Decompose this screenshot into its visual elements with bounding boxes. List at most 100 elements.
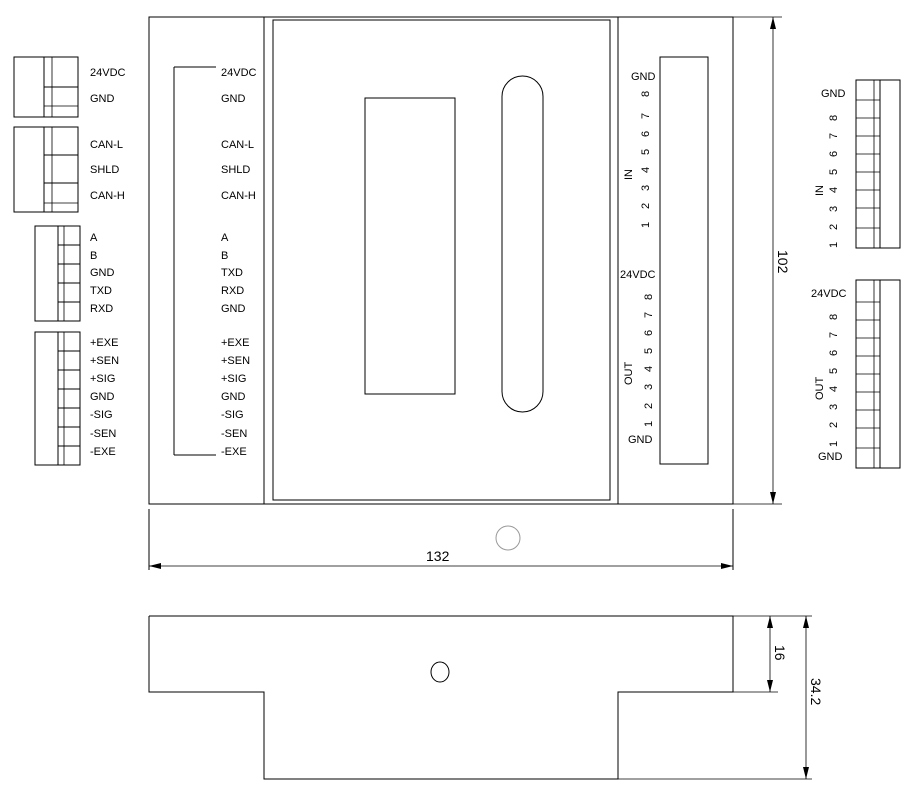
board-power-label: GND (221, 93, 246, 105)
board-serial-label: GND (221, 303, 246, 315)
height-dimension: 102 (733, 16, 791, 505)
width-dimension-value: 132 (426, 548, 450, 564)
board-out-label: OUT (623, 362, 635, 386)
board-in-number: 6 (640, 131, 652, 137)
board-can-label: SHLD (221, 164, 250, 176)
right-in-number: 7 (828, 133, 840, 139)
board-can-label: CAN-H (221, 190, 256, 202)
total-depth-dimension: 34.2 (618, 616, 824, 780)
right-in-top-label: GND (821, 88, 846, 100)
board-in-label: IN (623, 169, 635, 180)
board-power-label: 24VDC (221, 67, 257, 79)
right-connector-out: 24VDC 8 7 6 5 4 3 2 1 OUT GND (811, 279, 901, 469)
board-in-number: 2 (640, 203, 652, 209)
board-sensor-label: +SEN (221, 355, 250, 367)
right-connector-in: GND 8 7 6 5 4 3 2 1 IN (814, 79, 901, 249)
left-can-label: SHLD (90, 164, 119, 176)
left-sensor-label: -EXE (90, 446, 116, 458)
left-can-label: CAN-H (90, 190, 125, 202)
mounting-strip (148, 509, 734, 570)
display-window (364, 97, 456, 395)
right-in-number: 5 (828, 169, 840, 175)
left-serial-label: GND (90, 267, 115, 279)
right-in-number: 3 (828, 206, 840, 212)
right-in-number: 6 (828, 151, 840, 157)
board-in-number: 8 (640, 91, 652, 97)
side-hole (430, 661, 450, 683)
board-out-number: 1 (643, 421, 655, 427)
board-sensor-label: -EXE (221, 446, 247, 458)
board-in-number: 1 (640, 222, 652, 228)
right-out-top-label: 24VDC (811, 288, 847, 300)
board-sensor-label: GND (221, 391, 246, 403)
right-connector-strip (659, 56, 709, 465)
board-left-labels: 24VDC GND CAN-L SHLD CAN-H A B TXD RXD G… (221, 67, 257, 458)
light-slot (501, 75, 544, 413)
board-can-label: CAN-L (221, 139, 254, 151)
left-power-label: GND (90, 93, 115, 105)
left-sensor-label: GND (90, 391, 115, 403)
board-out-top-label: 24VDC (620, 269, 656, 281)
left-serial-label: TXD (90, 285, 112, 297)
right-out-number: 7 (828, 332, 840, 338)
board-serial-label: TXD (221, 267, 243, 279)
board-out-number: 7 (643, 312, 655, 318)
board-out-number: 6 (643, 330, 655, 336)
right-out-number: 3 (828, 404, 840, 410)
step-depth-value: 16 (772, 645, 788, 661)
left-sensor-label: +EXE (90, 337, 118, 349)
right-out-number: 5 (828, 368, 840, 374)
left-power-label: 24VDC (90, 67, 126, 79)
right-out-number: 1 (828, 441, 840, 447)
mounting-hole (495, 525, 521, 551)
width-dimension: 132 (149, 548, 733, 569)
board-serial-label: A (221, 232, 229, 244)
left-connector-power: 24VDC GND (13, 56, 126, 118)
left-serial-label: A (90, 232, 98, 244)
right-in-number: 1 (828, 242, 840, 248)
board-out-bottom-label: GND (628, 434, 653, 446)
right-in-number: 4 (828, 187, 840, 193)
board-right-labels: GND 8 7 6 5 4 3 2 1 IN 24VDC 8 7 6 5 4 3… (620, 71, 656, 446)
board-in-number: 5 (640, 149, 652, 155)
side-view (148, 615, 734, 780)
board-out-number: 4 (643, 366, 655, 372)
board-in-number: 4 (640, 167, 652, 173)
total-depth-value: 34.2 (808, 678, 824, 705)
left-sensor-label: +SIG (90, 373, 115, 385)
right-out-number: 8 (828, 314, 840, 320)
left-connector-sensor: +EXE +SEN +SIG GND -SIG -SEN -EXE (34, 331, 119, 466)
right-out-number: 4 (828, 386, 840, 392)
right-in-number: 8 (828, 115, 840, 121)
left-serial-label: RXD (90, 303, 113, 315)
board-sensor-label: -SEN (221, 428, 247, 440)
left-sensor-label: -SEN (90, 428, 116, 440)
right-out-number: 6 (828, 350, 840, 356)
board-sensor-label: +SIG (221, 373, 246, 385)
left-connector-serial: A B GND TXD RXD (34, 225, 115, 322)
board-in-top-label: GND (631, 71, 656, 83)
center-panel (272, 19, 611, 501)
right-in-label: IN (814, 185, 826, 196)
board-out-number: 5 (643, 348, 655, 354)
board-out-number: 2 (643, 403, 655, 409)
board-sensor-label: +EXE (221, 337, 249, 349)
right-out-bottom-label: GND (818, 451, 843, 463)
left-can-label: CAN-L (90, 139, 123, 151)
board-out-number: 8 (643, 294, 655, 300)
board-out-number: 3 (643, 384, 655, 390)
board-in-number: 7 (640, 113, 652, 119)
board-sensor-label: -SIG (221, 409, 244, 421)
board-in-number: 3 (640, 185, 652, 191)
step-depth-dimension: 16 (733, 615, 812, 693)
top-view-housing (148, 16, 734, 505)
right-out-label: OUT (814, 377, 826, 401)
board-serial-label: RXD (221, 285, 244, 297)
left-connector-can: CAN-L SHLD CAN-H (13, 126, 125, 213)
right-out-number: 2 (828, 422, 840, 428)
left-sensor-label: -SIG (90, 409, 113, 421)
right-in-number: 2 (828, 224, 840, 230)
left-sensor-label: +SEN (90, 355, 119, 367)
left-serial-label: B (90, 250, 97, 262)
